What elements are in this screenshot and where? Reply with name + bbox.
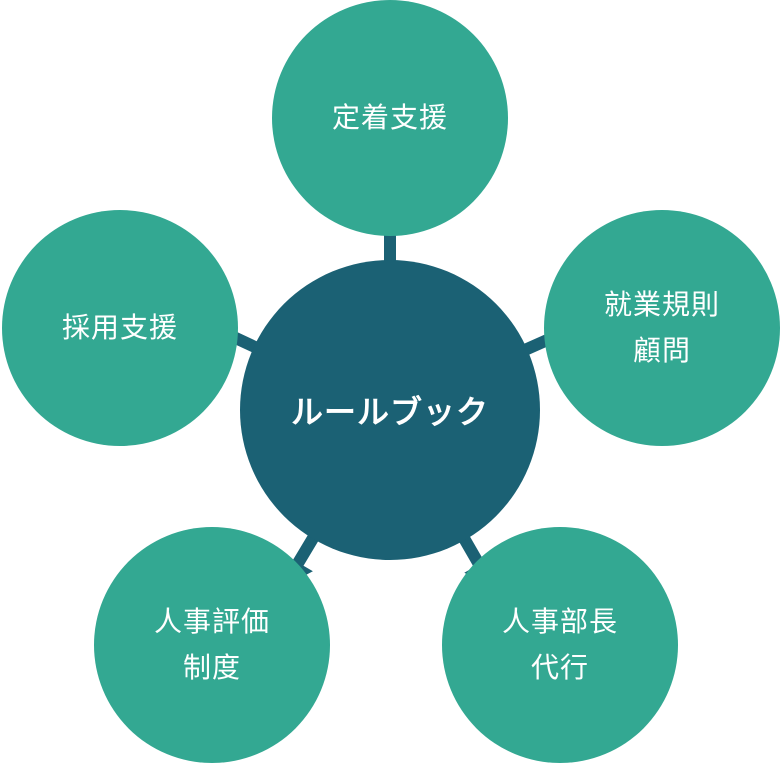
- node-teichaku-shien: 定着支援: [272, 0, 508, 236]
- node-teichaku-shien-line-1: 定着支援: [331, 101, 448, 134]
- node-shuugyou-kisoku-komon: 就業規則 顧問: [544, 210, 780, 446]
- node-jinji-buchou-line-1: 人事部長: [501, 605, 618, 638]
- node-saiyou-shien-line-1: 採用支援: [61, 311, 178, 344]
- node-shuugyou-kisoku-line-2: 顧問: [632, 334, 691, 367]
- node-jinji-buchou-daikou: 人事部長 代行: [442, 527, 678, 763]
- node-jinji-hyouka-line-1: 人事評価: [153, 605, 270, 638]
- node-jinji-hyouka-seido: 人事評価 制度: [94, 527, 330, 763]
- node-saiyou-shien: 採用支援: [2, 210, 238, 446]
- center-label: ルールブック: [290, 393, 489, 431]
- node-shuugyou-kisoku-line-1: 就業規則: [603, 288, 720, 321]
- node-jinji-hyouka-line-2: 制度: [182, 651, 241, 684]
- center-node-rulebook: ルールブック: [240, 260, 540, 560]
- node-jinji-buchou-line-2: 代行: [530, 651, 589, 684]
